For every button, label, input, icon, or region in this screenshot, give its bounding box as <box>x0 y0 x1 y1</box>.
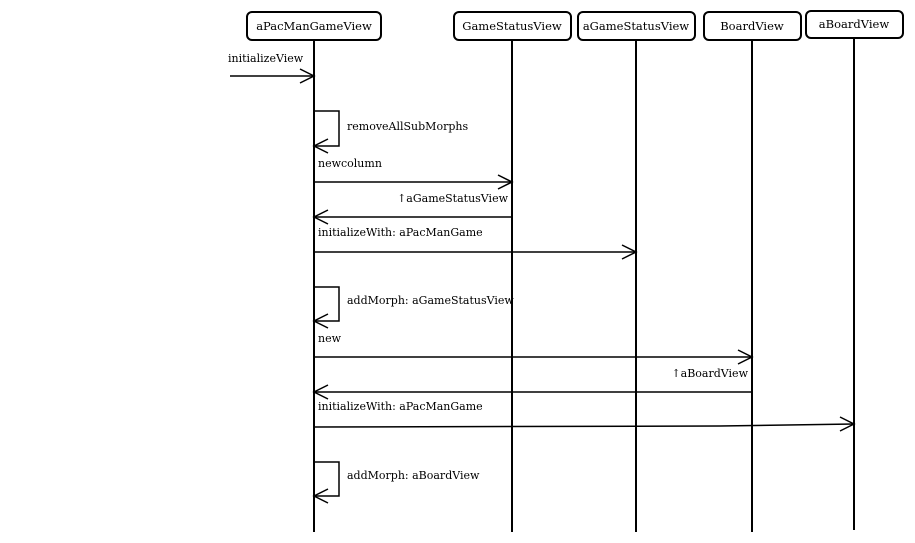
message-removeAllSubMorphs[interactable]: removeAllSubMorphs <box>312 110 468 154</box>
message-label-initializeWith-2: initializeWith: aPacManGame <box>318 400 483 413</box>
arrowhead-icon <box>299 68 316 84</box>
message-label-addMorph-2: addMorph: aBoardView <box>347 469 480 482</box>
message-initializeWith-1[interactable]: initializeWith: aPacManGame <box>314 226 638 260</box>
message-label-return-aBoardView: ↑aBoardView <box>671 367 748 380</box>
arrowhead-icon <box>839 416 856 432</box>
lifeline-header-boardView[interactable]: BoardView <box>703 11 802 41</box>
lifeline-label-apacman: aPacManGameView <box>256 19 372 33</box>
arrowhead-icon <box>312 138 329 154</box>
arrowhead-icon <box>312 384 329 400</box>
message-return-aBoardView[interactable]: ↑aBoardView <box>312 367 752 400</box>
arrowhead-icon <box>737 349 754 365</box>
lifeline-label-aBoardView: aBoardView <box>819 17 890 31</box>
lifeline-label-boardView: BoardView <box>720 19 784 33</box>
lifeline-label-aGameStatusView: aGameStatusView <box>583 19 689 33</box>
message-label-addMorph-1: addMorph: aGameStatusView <box>347 294 514 307</box>
message-addMorph-2[interactable]: addMorph: aBoardView <box>312 461 480 504</box>
message-label-removeAllSubMorphs: removeAllSubMorphs <box>347 120 468 133</box>
lifeline-header-apacman[interactable]: aPacManGameView <box>246 11 382 41</box>
message-label-newcolumn: newcolumn <box>318 157 382 170</box>
message-label-initializeWith-1: initializeWith: aPacManGame <box>318 226 483 239</box>
message-label-initializeView: initializeView <box>228 52 304 65</box>
message-initializeView[interactable]: initializeView <box>228 52 316 84</box>
message-initializeWith-2[interactable]: initializeWith: aPacManGame <box>313 400 856 432</box>
arrowhead-icon <box>312 488 329 504</box>
message-label-return-aGameStatusView: ↑aGameStatusView <box>397 192 509 205</box>
message-newcolumn[interactable]: newcolumn <box>314 157 514 190</box>
arrowhead-icon <box>312 209 329 225</box>
message-addMorph-1[interactable]: addMorph: aGameStatusView <box>312 286 514 329</box>
lifeline-label-gameStatusView: GameStatusView <box>462 19 562 33</box>
arrowhead-icon <box>497 174 514 190</box>
arrowhead-icon <box>312 313 329 329</box>
message-label-new: new <box>318 332 342 345</box>
lifeline-header-aGameStatusView[interactable]: aGameStatusView <box>577 11 696 41</box>
message-return-aGameStatusView[interactable]: ↑aGameStatusView <box>312 192 512 225</box>
lifeline-header-aBoardView[interactable]: aBoardView <box>805 10 904 39</box>
arrowhead-icon <box>621 244 638 260</box>
lifeline-header-gameStatusView[interactable]: GameStatusView <box>453 11 572 41</box>
message-new[interactable]: new <box>314 332 754 365</box>
